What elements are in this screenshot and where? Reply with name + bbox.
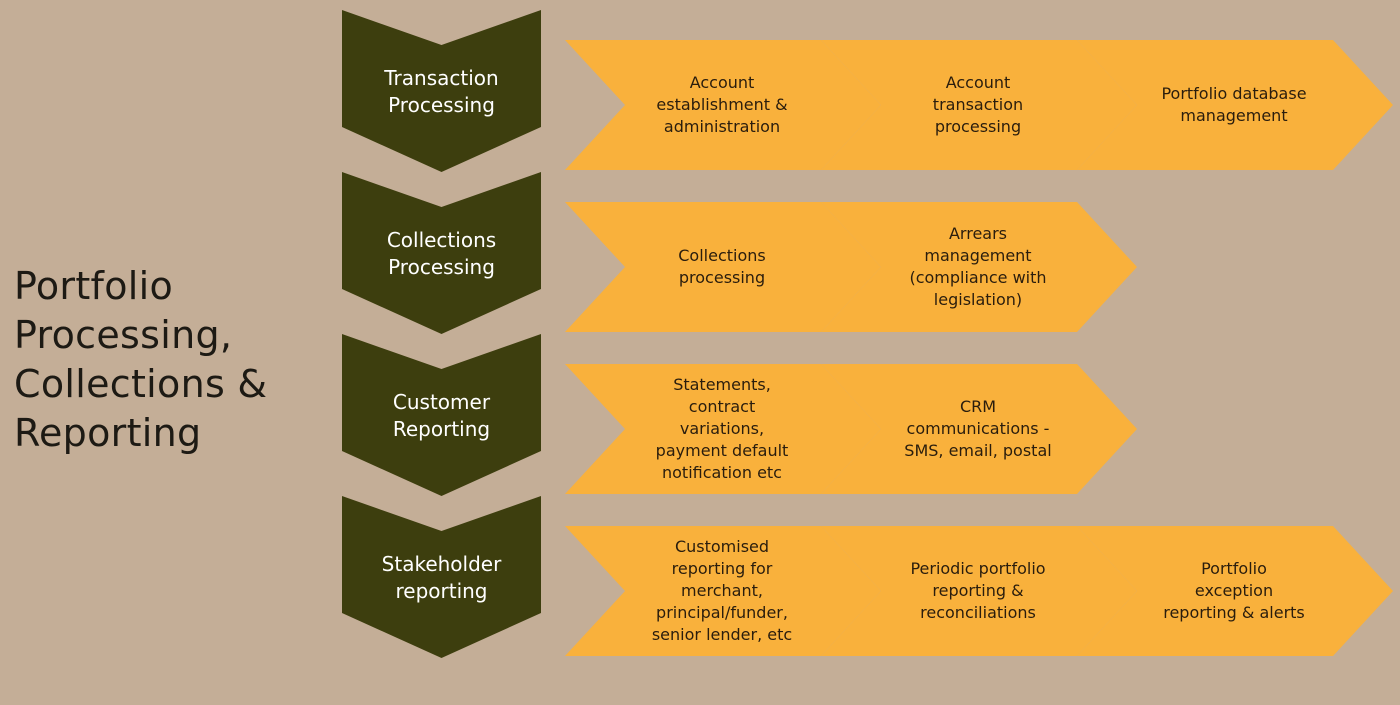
step-label-1-1: Account establishment & administration — [656, 73, 788, 136]
stage-chevron-1 — [342, 10, 541, 172]
stage-label-3-box: Customer Reporting — [342, 369, 541, 463]
step-label-4-2: Periodic portfolio reporting & reconcili… — [910, 559, 1046, 622]
step-chevron-4-3 — [1077, 526, 1393, 656]
stage-chevron-3 — [342, 334, 541, 496]
step-label-4-3: Portfolio exception reporting & alerts — [1163, 559, 1305, 622]
stage-label-2-box: Collections Processing — [342, 207, 541, 301]
stage-label-1-box: Transaction Processing — [342, 45, 541, 139]
step-label-2-1: Collections processing — [678, 246, 766, 287]
step-label-3-2-box: CRM communications - SMS, email, postal — [885, 364, 1071, 494]
step-chevron-2-2 — [821, 202, 1137, 332]
stage-label-4: Stakeholder reporting — [381, 552, 502, 603]
step-chevron-1-1 — [565, 40, 881, 170]
step-label-1-3: Portfolio database management — [1161, 84, 1307, 125]
stage-label-4-box: Stakeholder reporting — [342, 531, 541, 625]
step-label-3-2: CRM communications - SMS, email, postal — [904, 397, 1052, 460]
diagram-title: Portfolio Processing, Collections & Repo… — [14, 264, 268, 455]
stage-label-3: Customer Reporting — [392, 390, 491, 441]
step-chevron-3-2 — [821, 364, 1137, 494]
step-label-1-3-box: Portfolio database management — [1141, 40, 1327, 170]
stage-chevron-2 — [342, 172, 541, 334]
step-label-2-2-box: Arrears management (compliance with legi… — [885, 202, 1071, 332]
step-chevron-1-3 — [1077, 40, 1393, 170]
step-label-4-1-box: Customised reporting for merchant, princ… — [629, 526, 815, 656]
step-label-1-2: Account transaction processing — [932, 73, 1024, 136]
stage-chevron-4 — [342, 496, 541, 658]
step-label-4-2-box: Periodic portfolio reporting & reconcili… — [885, 526, 1071, 656]
step-chevron-4-2 — [821, 526, 1137, 656]
step-chevron-1-2 — [821, 40, 1137, 170]
step-label-1-1-box: Account establishment & administration — [629, 40, 815, 170]
stage-label-1: Transaction Processing — [384, 66, 499, 117]
step-label-2-1-box: Collections processing — [629, 202, 815, 332]
step-label-3-1-box: Statements, contract variations, payment… — [629, 364, 815, 494]
step-chevron-3-1 — [565, 364, 881, 494]
step-chevron-2-1 — [565, 202, 881, 332]
step-label-3-1: Statements, contract variations, payment… — [655, 375, 789, 482]
step-label-1-2-box: Account transaction processing — [885, 40, 1071, 170]
step-label-4-1: Customised reporting for merchant, princ… — [651, 537, 793, 644]
step-chevron-4-1 — [565, 526, 881, 656]
step-label-4-3-box: Portfolio exception reporting & alerts — [1141, 526, 1327, 656]
stage-label-2: Collections Processing — [386, 228, 497, 279]
step-label-2-2: Arrears management (compliance with legi… — [909, 224, 1047, 309]
